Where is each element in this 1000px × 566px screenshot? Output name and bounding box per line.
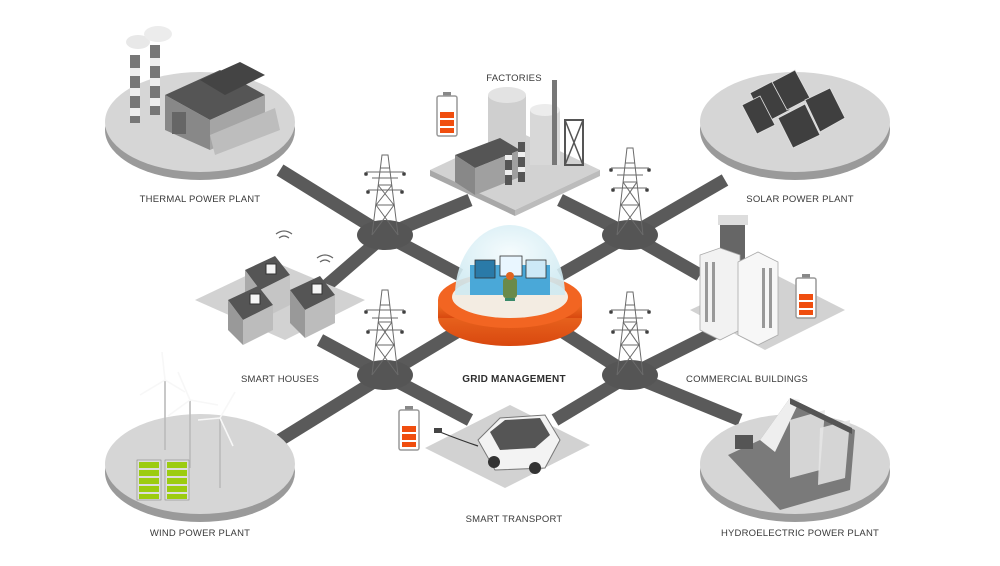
transmission-tower-icon — [609, 147, 651, 236]
label-factories: FACTORIES — [486, 73, 542, 84]
node-solar-power-plant — [700, 69, 890, 180]
thermal-plant-icon — [126, 26, 280, 155]
node-factories — [430, 80, 600, 216]
node-wind-power-plant — [105, 351, 295, 522]
junction-sw — [357, 289, 413, 390]
battery-icon — [795, 274, 817, 319]
node-smart-transport — [398, 405, 590, 488]
label-hydroelectric-power-plant: HYDROELECTRIC POWER PLANT — [720, 528, 880, 539]
dam-icon — [728, 398, 855, 510]
battery-icon — [436, 92, 458, 137]
wind-turbines-icon — [139, 351, 236, 488]
control-room-icon — [470, 255, 550, 301]
electric-car-icon — [434, 414, 561, 474]
solar-panels-icon — [741, 69, 846, 149]
label-smart-houses: SMART HOUSES — [240, 374, 320, 385]
label-thermal-power-plant: THERMAL POWER PLANT — [139, 194, 261, 205]
transmission-tower-icon — [364, 289, 406, 376]
battery-pack-icon — [136, 459, 190, 501]
node-smart-houses — [195, 230, 365, 345]
transmission-tower-icon — [609, 291, 651, 376]
label-wind-power-plant: WIND POWER PLANT — [149, 528, 251, 539]
node-commercial-buildings — [690, 215, 845, 350]
houses-icon — [228, 256, 335, 345]
wifi-icon — [275, 230, 334, 263]
office-buildings-icon — [699, 215, 779, 346]
battery-icon — [398, 406, 420, 451]
junction-nw — [357, 154, 413, 250]
factory-icon — [455, 80, 584, 195]
hub-grid-management[interactable] — [438, 225, 582, 346]
junction-se — [602, 291, 658, 390]
label-commercial-buildings: COMMERCIAL BUILDINGS — [686, 374, 808, 385]
node-thermal-power-plant — [105, 26, 295, 180]
junction-ne — [602, 147, 658, 250]
node-hydroelectric-power-plant — [700, 398, 890, 522]
label-smart-transport: SMART TRANSPORT — [465, 514, 563, 525]
label-grid-management: GRID MANAGEMENT — [462, 374, 566, 385]
transmission-tower-icon — [364, 154, 406, 236]
label-solar-power-plant: SOLAR POWER PLANT — [746, 194, 854, 205]
